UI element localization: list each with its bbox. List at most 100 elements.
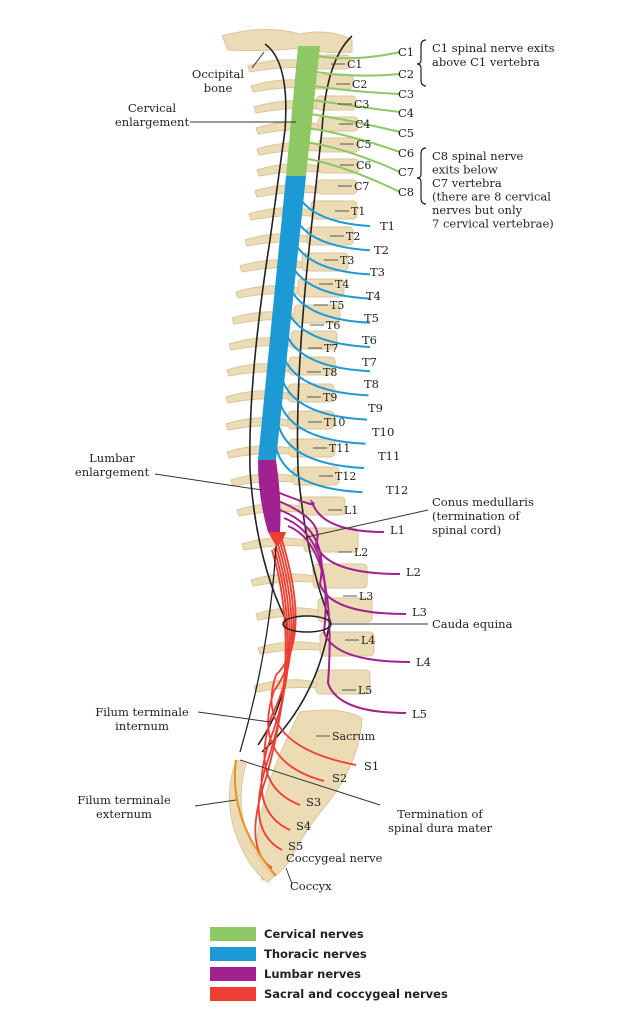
lumbar-nerve (275, 499, 401, 575)
legend-item-cervical: Cervical nerves (210, 924, 448, 944)
lumbar-nerve-label: L1 (390, 523, 405, 537)
cervical-nerve (311, 99, 401, 113)
sacral-nerve (263, 543, 301, 806)
cervical-nerve-label: C2 (398, 67, 414, 81)
vertebra-label: L5 (358, 684, 372, 697)
vertebra-label: L3 (359, 590, 373, 603)
lumbar-nerve-label: L5 (412, 707, 427, 721)
thoracic-nerve-label: T8 (364, 377, 379, 391)
c8-note-label: exits below (432, 163, 498, 177)
cervical-nerve (313, 85, 401, 95)
lumbar-nerve-label: L3 (412, 605, 427, 619)
vertebra-label: C3 (354, 98, 369, 111)
vertebra-label: T11 (329, 442, 350, 455)
c1-note-label: C1 spinal nerve exits (432, 41, 555, 55)
occipital-bone-label: Occipital (192, 67, 245, 81)
vertebra-label: T12 (335, 470, 356, 483)
vertebra-label: L4 (361, 634, 375, 647)
vertebra-label: T3 (340, 254, 354, 267)
lumbar-enlargement-label: enlargement (75, 465, 150, 479)
thoracic-cord-segment (258, 176, 306, 460)
vertebra-label: C6 (356, 159, 371, 172)
filum-externum-label: externum (96, 807, 152, 821)
filum-externum-label: Filum terminale (77, 793, 171, 807)
vertebral-body (298, 496, 346, 516)
sacral-nerve-label: S4 (296, 819, 311, 833)
vertebra-label: T5 (330, 299, 344, 312)
cervical-nerve-label: C7 (398, 165, 414, 179)
sacral-nerve (257, 547, 289, 851)
vertebra-label: T2 (346, 230, 360, 243)
cervical-nerve-label: C6 (398, 146, 414, 160)
conus-medullaris-label: spinal cord) (432, 523, 501, 537)
conus-medullaris-label: (termination of (432, 509, 520, 523)
vertebra-label: T7 (324, 342, 338, 355)
c1-brace (416, 39, 427, 87)
spinous-process (256, 142, 320, 156)
cervical-enlargement-label: Cervical (128, 101, 177, 115)
thoracic-nerve-label: T1 (380, 219, 395, 233)
cervical-nerve (305, 141, 401, 173)
c8-note-label: C8 spinal nerve (432, 149, 524, 163)
legend-label-cervical: Cervical nerves (264, 927, 364, 941)
thoracic-nerve-label: T10 (372, 425, 394, 439)
vertebra-label: T1 (351, 205, 365, 218)
cauda-equina-label: Cauda equina (432, 617, 513, 631)
legend-swatch-lumbar (210, 967, 256, 981)
spinous-process (241, 537, 305, 551)
vertebra-label: T9 (323, 391, 337, 404)
legend-item-thoracic: Thoracic nerves (210, 944, 448, 964)
legend-label-lumbar: Lumbar nerves (264, 967, 361, 981)
vertebra-label: L2 (354, 546, 368, 559)
sacrum-dorsal-shape (229, 759, 275, 883)
dura-right-wall (261, 35, 353, 753)
vertebra-label: C5 (356, 138, 371, 151)
thoracic-nerve-label: T12 (386, 483, 408, 497)
lumbar-nerve-label: L2 (406, 565, 421, 579)
spinal-cord (239, 46, 320, 753)
vertebral-body (316, 179, 358, 195)
leader-line (154, 473, 263, 491)
legend-label-sacral: Sacral and coccygeal nerves (264, 987, 448, 1001)
cervical-nerve (307, 127, 401, 153)
conus-medullaris-tip (268, 532, 286, 546)
occipital-bone-label: bone (204, 81, 233, 95)
coccyx-label: Coccyx (290, 879, 332, 893)
leader-lines (154, 39, 429, 885)
sacral-nerve-label: S3 (306, 795, 321, 809)
dura-termination-label: spinal dura mater (388, 821, 493, 835)
vertebra-label: C4 (355, 118, 370, 131)
vertebra-label: C2 (352, 78, 367, 91)
sacral-nerve (267, 541, 325, 782)
leader-line (197, 711, 271, 723)
sacral-nerve (254, 549, 287, 869)
labels: C1C2C3C4C5C6C7T1T2T3T4T5T6T7T8T9T10T11T1… (75, 41, 555, 893)
filum-terminale-internum-line (239, 545, 277, 753)
filum-terminale-externum-line (233, 759, 277, 877)
sacral-nerve (270, 539, 357, 766)
c8-note-label: C7 vertebra (432, 176, 502, 190)
legend-swatch-cervical (210, 927, 256, 941)
c1-note-label: above C1 vertebra (432, 55, 540, 69)
cervical-cord-segment (286, 46, 320, 176)
vertebra-label: T6 (326, 319, 340, 332)
thoracic-nerve-label: T11 (378, 449, 400, 463)
c8-brace (416, 147, 427, 205)
conus-medullaris-label: Conus medullaris (432, 495, 534, 509)
vertebra-label: L1 (344, 504, 358, 517)
thoracic-nerve-label: T9 (368, 401, 383, 415)
vertebra-label: Sacrum (332, 730, 376, 743)
lumbar-cord-segment (258, 460, 281, 532)
lumbar-enlargement-label: Lumbar (89, 451, 135, 465)
leader-line (239, 759, 381, 806)
filum-internum-label: Filum terminale (95, 705, 189, 719)
leader-line (251, 51, 265, 69)
leader-line (306, 509, 429, 538)
thoracic-nerve-label: T7 (362, 355, 377, 369)
leader-line (194, 799, 237, 807)
coccygeal-nerve-label: Coccygeal nerve (286, 851, 383, 865)
legend-item-lumbar: Lumbar nerves (210, 964, 448, 984)
legend-swatch-thoracic (210, 947, 256, 961)
thoracic-nerve-label: T3 (370, 265, 385, 279)
